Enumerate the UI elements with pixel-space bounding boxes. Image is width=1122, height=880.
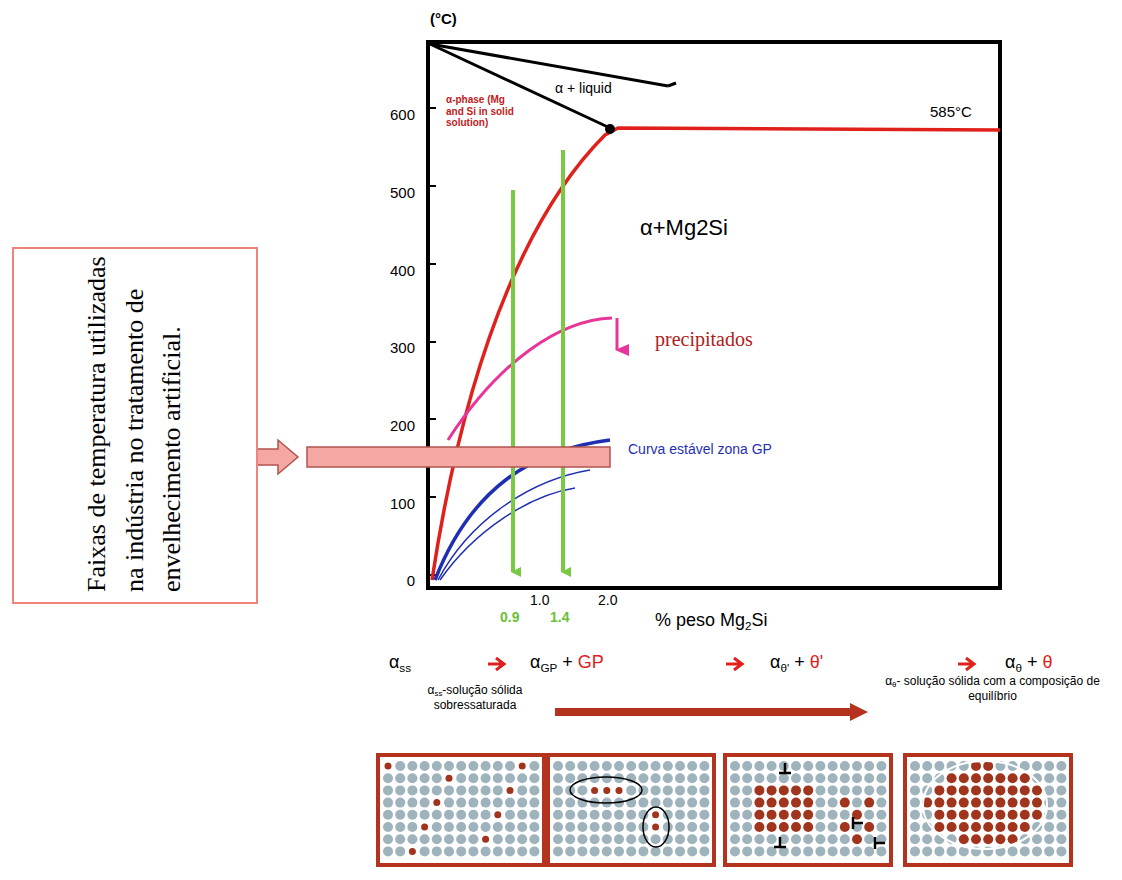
temperature-band xyxy=(307,447,610,467)
diagram-label: 585°C xyxy=(930,103,1000,120)
diagram-label: αss-solução sólida sobressaturada xyxy=(395,684,555,713)
diagram-label: 1.4 xyxy=(550,609,580,625)
diagram-label: 2.0 xyxy=(598,592,632,608)
diagram-label: 200 xyxy=(375,417,415,434)
diagram-label: αθ + θ xyxy=(1005,652,1105,674)
diagram-label: αss xyxy=(370,652,430,674)
diagram-label: precipitados xyxy=(655,328,815,351)
diagram-label: 0.9 xyxy=(500,609,530,625)
diagram-label: 1.0 xyxy=(530,592,564,608)
diagram-label: 300 xyxy=(375,339,415,356)
diagram-label: α-phase (Mg and Si in solid solution) xyxy=(446,94,524,129)
callout-text: Faixas de temperatura utilizadas na indú… xyxy=(78,255,191,592)
diagram-label: (°C) xyxy=(430,10,490,27)
diagram-label: αθ- solução sólida com a composição de e… xyxy=(870,675,1115,704)
diagram-label: Curva estável zona GP xyxy=(628,441,828,457)
diagram-label: 0 xyxy=(395,572,415,589)
diagram-label: αGP + GP xyxy=(530,652,680,674)
plot-frame xyxy=(428,42,1000,588)
callout-box: Faixas de temperatura utilizadas na indú… xyxy=(12,247,258,604)
diagram-label: 100 xyxy=(375,495,415,512)
diagram-label: 400 xyxy=(375,262,415,279)
diagram-label: α + liquid xyxy=(555,80,655,96)
diagram-label: 600 xyxy=(375,106,415,123)
diagram-label: α+Mg2Si xyxy=(640,215,800,240)
diagram-label: 500 xyxy=(375,184,415,201)
diagram-label: % peso Mg2Si xyxy=(655,610,815,632)
diagram-label: αθ' + θ' xyxy=(770,652,900,674)
